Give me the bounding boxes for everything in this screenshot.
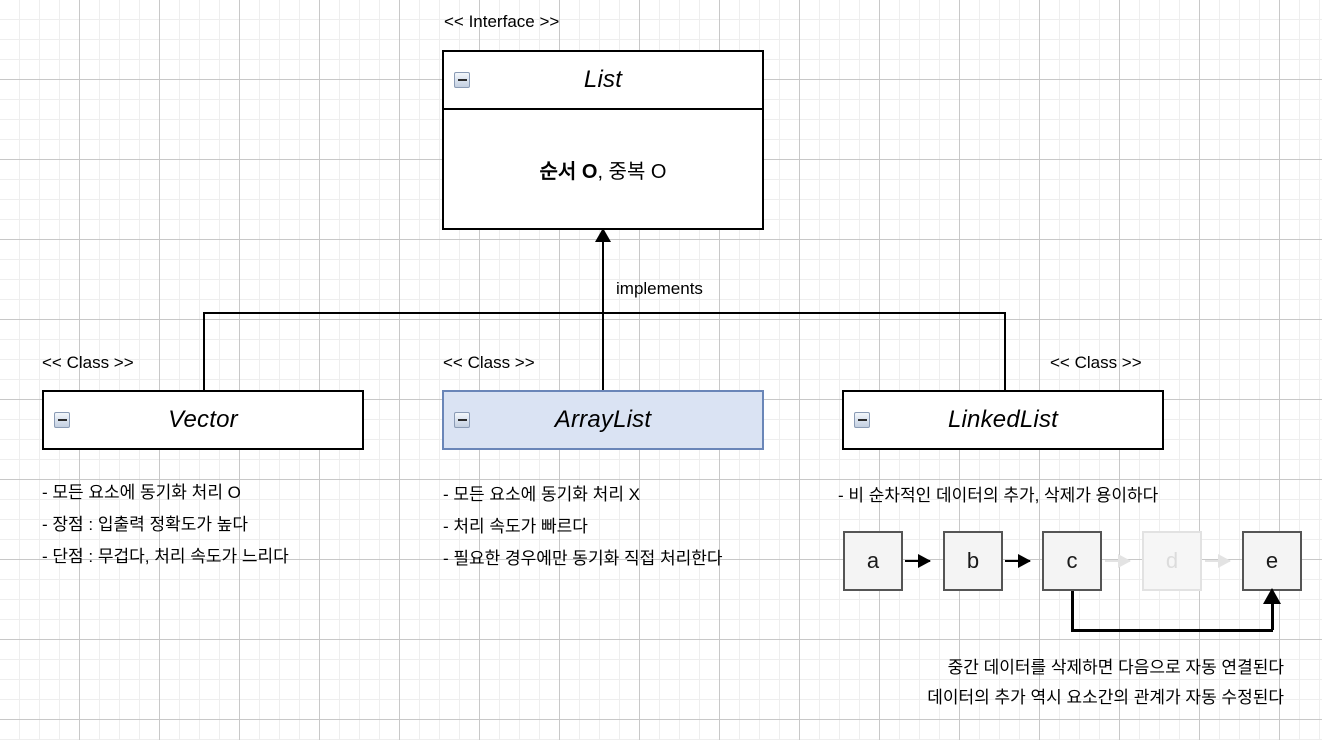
list-node-label: d (1165, 548, 1179, 573)
note-line: - 모든 요소에 동기화 처리 X (443, 485, 641, 504)
list-properties-text: 순서 O, 중복 O (540, 155, 667, 184)
uml-header-linkedlist: LinkedList (844, 392, 1162, 448)
node-arrow-b-to-c (1005, 560, 1030, 562)
reroute-segment-down (1071, 591, 1074, 632)
collapse-minus-icon[interactable] (54, 412, 70, 428)
generalization-stem (602, 240, 604, 314)
uml-header-list: List (444, 52, 762, 108)
uml-class-box-arraylist[interactable]: ArrayList (442, 390, 764, 450)
uml-class-name-arraylist: ArrayList (554, 406, 652, 433)
caption-line: 데이터의 추가 역시 요소간의 관계가 자동 수정된다 (927, 688, 1284, 707)
generalization-bus (203, 312, 1006, 314)
node-arrow-c-to-d-removed (1105, 560, 1130, 562)
list-order-label: 순서 O (539, 160, 598, 183)
list-node-a: a (843, 531, 903, 591)
note-line: - 장점 : 입출력 정확도가 높다 (42, 515, 249, 534)
notes-linkedlist: - 비 순차적인 데이터의 추가, 삭제가 용이하다 (838, 480, 1158, 512)
stereotype-label-interface: << Interface >> (444, 12, 560, 31)
uml-class-box-vector[interactable]: Vector (42, 390, 364, 450)
list-node-label: a (866, 548, 880, 573)
caption-node-chain: 중간 데이터를 삭제하면 다음으로 자동 연결된다 데이터의 추가 역시 요소간… (0, 653, 1284, 713)
collapse-minus-icon[interactable] (454, 412, 470, 428)
list-node-e: e (1242, 531, 1302, 591)
uml-class-box-linkedlist[interactable]: LinkedList (842, 390, 1164, 450)
note-line: - 모든 요소에 동기화 처리 O (42, 483, 241, 502)
list-duplicate-label: , 중복 O (597, 160, 667, 183)
collapse-minus-icon[interactable] (454, 72, 470, 88)
uml-class-name-list: List (583, 66, 623, 93)
uml-header-vector: Vector (44, 392, 362, 448)
generalization-drop-vector (203, 312, 205, 390)
note-line: - 비 순차적인 데이터의 추가, 삭제가 용이하다 (838, 486, 1159, 505)
uml-class-name-vector: Vector (168, 406, 238, 433)
reroute-segment-up (1271, 600, 1274, 630)
generalization-drop-linkedlist (1004, 312, 1006, 390)
reroute-segment-across (1071, 629, 1273, 632)
list-node-d-deleted: d (1142, 531, 1202, 591)
notes-vector: - 모든 요소에 동기화 처리 O - 장점 : 입출력 정확도가 높다 - 단… (42, 477, 289, 573)
list-node-label: c (1066, 548, 1078, 573)
note-line: - 처리 속도가 빠르다 (443, 517, 588, 536)
stereotype-label-vector: << Class >> (42, 353, 134, 372)
uml-attributes-compartment-list: 순서 O, 중복 O (442, 110, 764, 230)
uml-header-arraylist: ArrayList (444, 392, 762, 448)
notes-arraylist: - 모든 요소에 동기화 처리 X - 처리 속도가 빠르다 - 필요한 경우에… (443, 479, 723, 575)
collapse-minus-icon[interactable] (854, 412, 870, 428)
list-node-label: e (1265, 548, 1279, 573)
list-node-label: b (966, 548, 980, 573)
note-line: - 필요한 경우에만 동기화 직접 처리한다 (443, 549, 723, 568)
stereotype-label-linkedlist: << Class >> (1050, 353, 1142, 372)
reroute-arrowhead (1263, 588, 1281, 604)
generalization-drop-arraylist (602, 312, 604, 390)
generalization-arrowhead (595, 228, 611, 242)
note-line: - 단점 : 무겁다, 처리 속도가 느리다 (42, 547, 289, 566)
uml-class-name-linkedlist: LinkedList (947, 406, 1059, 433)
list-node-b: b (943, 531, 1003, 591)
node-arrow-d-to-e-removed (1205, 560, 1230, 562)
stereotype-label-arraylist: << Class >> (443, 353, 535, 372)
caption-line: 중간 데이터를 삭제하면 다음으로 자동 연결된다 (947, 658, 1284, 677)
relationship-label-implements: implements (616, 279, 703, 298)
list-node-c: c (1042, 531, 1102, 591)
node-arrow-a-to-b (905, 560, 930, 562)
uml-class-box-list[interactable]: List (442, 50, 764, 110)
